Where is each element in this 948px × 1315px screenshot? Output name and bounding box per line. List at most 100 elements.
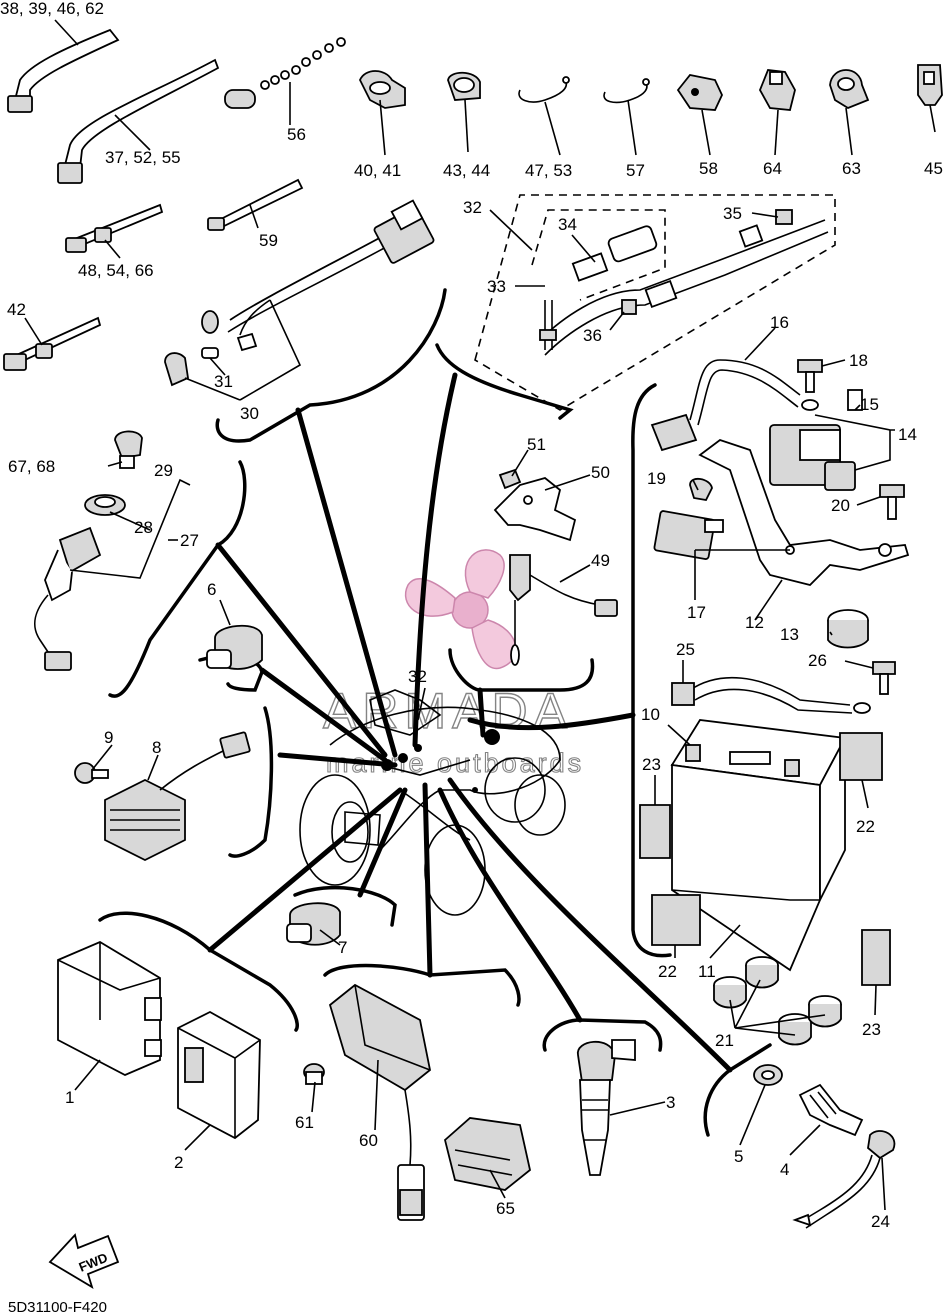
callout-label: 26 bbox=[808, 651, 827, 670]
callout-label: 29 bbox=[154, 461, 173, 480]
callout-label: 15 bbox=[860, 395, 879, 414]
nut-28 bbox=[84, 494, 126, 516]
callout-label: 3 bbox=[666, 1093, 675, 1112]
callout-label: 24 bbox=[871, 1212, 890, 1231]
switch-6 bbox=[206, 624, 263, 670]
fwd-arrow-icon: FWD bbox=[48, 1233, 120, 1289]
callout-label: 19 bbox=[647, 469, 666, 488]
cable-tie-medium bbox=[57, 58, 220, 184]
callout-label: 40, 41 bbox=[354, 161, 401, 180]
callout-label: 58 bbox=[699, 159, 718, 178]
cable-tie-42 bbox=[3, 316, 102, 371]
callout-label: 67, 68 bbox=[8, 457, 55, 476]
callout-label: 16 bbox=[770, 313, 789, 332]
callout-label: 17 bbox=[687, 603, 706, 622]
coil-60 bbox=[328, 983, 431, 1221]
callout-label: 35 bbox=[723, 204, 742, 223]
callout-label: 7 bbox=[338, 938, 347, 957]
callout-label: 32 bbox=[463, 198, 482, 217]
bolt-18 bbox=[797, 359, 823, 393]
cover-65 bbox=[443, 1117, 532, 1191]
callout-label: 14 bbox=[898, 425, 917, 444]
switch-7 bbox=[286, 902, 341, 946]
callout-label: 36 bbox=[583, 326, 602, 345]
callout-label: 43, 44 bbox=[443, 161, 490, 180]
sensor-3 bbox=[577, 1039, 636, 1176]
callout-labels: 38, 39, 46, 62 37, 52, 55 56 40, 41 43, … bbox=[0, 0, 943, 1231]
band-47-53 bbox=[518, 76, 570, 103]
callout-label: 10 bbox=[641, 705, 660, 724]
callout-label: 57 bbox=[626, 161, 645, 180]
callout-label: 30 bbox=[240, 404, 259, 423]
caps-21 bbox=[713, 956, 842, 1046]
battery-cable-25 bbox=[671, 676, 871, 714]
callout-label: 23 bbox=[862, 1020, 881, 1039]
damper-13 bbox=[827, 609, 869, 649]
callout-label: 50 bbox=[591, 463, 610, 482]
spark-plug-4 bbox=[798, 1083, 864, 1137]
callout-label: 1 bbox=[65, 1088, 74, 1107]
sensor-49 bbox=[509, 554, 618, 666]
rectifier-8 bbox=[104, 731, 251, 862]
callout-label: 31 bbox=[214, 372, 233, 391]
harness-kit-32 bbox=[474, 194, 836, 411]
callout-label: 64 bbox=[763, 159, 782, 178]
callout-label: 23 bbox=[642, 755, 661, 774]
callout-label: 25 bbox=[676, 640, 695, 659]
group-leader-lines bbox=[207, 372, 733, 1073]
bolt-26 bbox=[872, 661, 896, 695]
pad-23a bbox=[639, 804, 671, 859]
callout-label: 56 bbox=[287, 125, 306, 144]
callout-label: 22 bbox=[658, 962, 677, 981]
callout-label: 6 bbox=[207, 580, 216, 599]
callout-label: 33 bbox=[487, 277, 506, 296]
washer-5 bbox=[753, 1064, 783, 1086]
wire-harness-30 bbox=[164, 199, 435, 387]
clip-45 bbox=[917, 64, 943, 106]
callout-label: 8 bbox=[152, 738, 161, 757]
holder-63 bbox=[829, 69, 870, 110]
clamp-43-44 bbox=[447, 71, 481, 101]
group-brackets bbox=[98, 288, 772, 1137]
callout-label: 20 bbox=[831, 496, 850, 515]
cable-tie-59 bbox=[207, 178, 304, 231]
module-2 bbox=[177, 1010, 261, 1140]
callout-label: 27 bbox=[180, 531, 199, 550]
pad-22a bbox=[839, 732, 883, 781]
callout-label: 22 bbox=[856, 817, 875, 836]
callout-label: 32 bbox=[408, 667, 427, 686]
bracket-12 bbox=[698, 438, 910, 586]
callout-label: 34 bbox=[558, 215, 577, 234]
cable-tie-48-54-66 bbox=[65, 203, 164, 253]
callout-label: 38, 39, 46, 62 bbox=[0, 0, 104, 18]
battery-11 bbox=[670, 719, 847, 972]
callout-label: 2 bbox=[174, 1153, 183, 1172]
pad-22b bbox=[651, 894, 701, 946]
bolt-51 bbox=[498, 468, 522, 490]
plug-cap-24 bbox=[792, 1130, 896, 1229]
holder-64 bbox=[759, 69, 796, 111]
relay-17 bbox=[653, 510, 724, 560]
main-switch-27 bbox=[33, 526, 102, 671]
bolt-20 bbox=[879, 484, 905, 520]
callout-label: 47, 53 bbox=[525, 161, 572, 180]
callout-label: 11 bbox=[698, 962, 716, 981]
clip-chain bbox=[224, 37, 346, 109]
battery-cable-16 bbox=[650, 359, 819, 452]
bracket-50 bbox=[493, 477, 577, 542]
bolt-9 bbox=[74, 762, 109, 784]
band-57 bbox=[603, 78, 650, 104]
callout-label: 18 bbox=[849, 351, 868, 370]
callout-label: 42 bbox=[7, 300, 26, 319]
callout-label: 9 bbox=[104, 728, 113, 747]
callout-label: 65 bbox=[496, 1199, 515, 1218]
callout-label: 49 bbox=[591, 551, 610, 570]
bolt-61 bbox=[303, 1063, 325, 1085]
callout-label: 4 bbox=[780, 1160, 789, 1179]
callout-label: 48, 54, 66 bbox=[78, 261, 154, 280]
callout-label: 59 bbox=[259, 231, 278, 250]
callout-label: 28 bbox=[134, 518, 153, 537]
callout-label: 5 bbox=[734, 1147, 743, 1166]
holder-58 bbox=[676, 74, 723, 111]
